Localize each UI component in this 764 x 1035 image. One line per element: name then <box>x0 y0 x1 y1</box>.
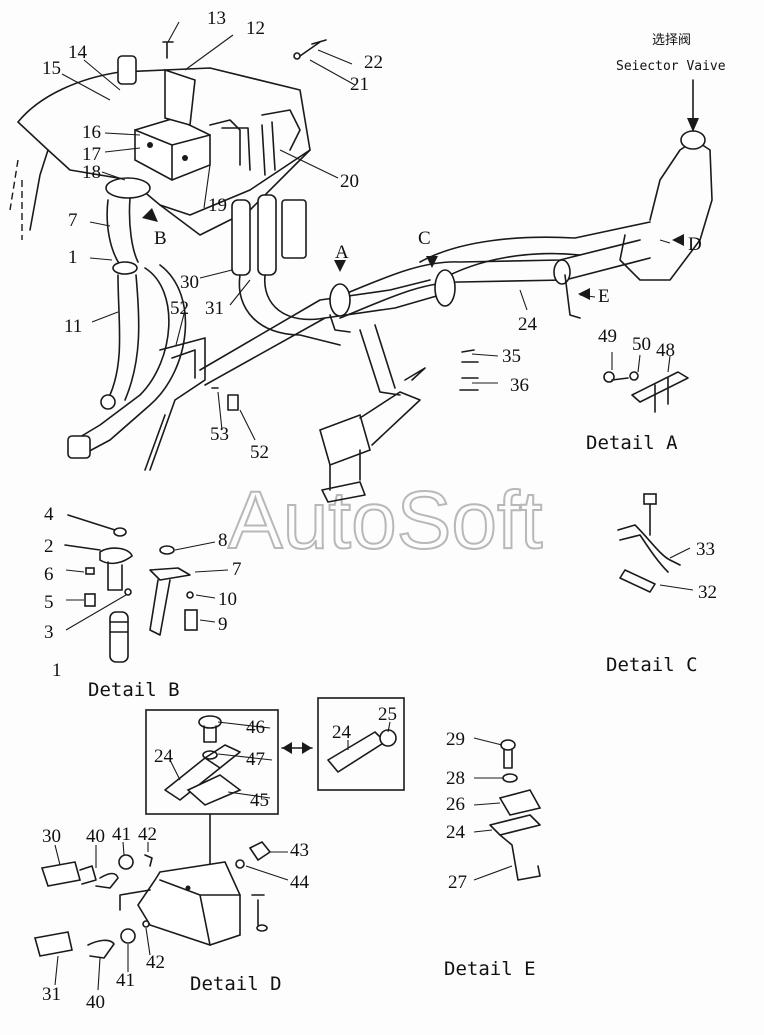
part-label-8: 8 <box>218 530 228 551</box>
part-label-13: 13 <box>207 8 226 29</box>
part-label-27: 27 <box>448 872 467 893</box>
detail-c-title: Detail C <box>606 654 698 676</box>
part-label-51: 52 <box>170 298 189 319</box>
detail-c-drawing <box>617 493 694 593</box>
part-label-15: 15 <box>42 58 61 79</box>
part-label-45: 45 <box>250 790 269 811</box>
part-label-25: 25 <box>378 704 397 725</box>
view-letter-e: E <box>598 286 610 307</box>
detail-b-drawing <box>64 514 229 663</box>
detail-a-drawing <box>603 352 689 413</box>
part-label-40-lower: 40 <box>86 992 105 1013</box>
part-label-40-upper: 40 <box>86 826 105 847</box>
part-label-32: 32 <box>698 582 717 603</box>
part-label-48: 48 <box>656 340 675 361</box>
part-label-14: 14 <box>68 42 88 63</box>
detail-d-title: Detail D <box>190 973 282 995</box>
part-label-1-main: 1 <box>68 247 78 268</box>
part-label-36: 36 <box>510 375 529 396</box>
part-label-26: 26 <box>446 794 465 815</box>
part-label-49: 49 <box>598 326 617 347</box>
part-label-17: 17 <box>82 144 101 165</box>
part-label-10: 10 <box>218 589 237 610</box>
part-label-52: 52 <box>250 442 269 463</box>
part-label-4: 4 <box>44 504 54 525</box>
part-label-42-upper: 42 <box>138 824 157 845</box>
selector-valve-en-label: Seiector Vaive <box>616 59 726 74</box>
view-letter-d: D <box>688 234 702 255</box>
part-label-6: 6 <box>44 564 54 585</box>
part-label-33: 33 <box>696 539 715 560</box>
part-label-20: 20 <box>340 171 359 192</box>
detail-d-drawing <box>33 697 405 991</box>
watermark: AutoSoft <box>228 475 543 566</box>
part-label-47: 47 <box>246 749 265 770</box>
part-label-19: 19 <box>208 195 227 216</box>
view-letter-b: B <box>154 228 167 249</box>
part-label-44: 44 <box>290 872 310 893</box>
selector-valve-cn-label: 选择阀 <box>652 33 691 48</box>
part-label-18: 18 <box>82 162 101 183</box>
part-label-29: 28 <box>446 768 465 789</box>
main-assembly <box>9 21 713 503</box>
part-label-12: 12 <box>246 18 265 39</box>
part-label-30-detail: 30 <box>42 826 61 847</box>
part-label-22: 22 <box>364 52 383 73</box>
part-label-7-main: 7 <box>68 210 78 231</box>
part-label-42-lower: 42 <box>146 952 165 973</box>
part-label-35: 35 <box>502 346 521 367</box>
part-label-9: 9 <box>218 614 228 635</box>
part-label-46: 46 <box>246 717 265 738</box>
part-label-11: 11 <box>64 316 82 337</box>
part-label-43: 43 <box>290 840 309 861</box>
detail-e-title: Detail E <box>444 958 536 980</box>
detail-a-title: Detail A <box>586 432 678 454</box>
part-label-50: 50 <box>632 334 651 355</box>
part-label-24-detail-d: 24 <box>154 746 174 767</box>
detail-e-drawing <box>473 737 542 881</box>
part-label-16: 16 <box>82 122 101 143</box>
part-label-1-detail: 1 <box>52 660 62 681</box>
part-label-24-inset: 24 <box>332 722 352 743</box>
part-label-53: 53 <box>210 424 229 445</box>
part-label-28: 29 <box>446 729 465 750</box>
view-letter-a: A <box>335 242 349 263</box>
part-label-3: 3 <box>44 622 54 643</box>
part-label-2: 2 <box>44 536 54 557</box>
part-label-24-detail-e: 24 <box>446 822 466 843</box>
detail-b-title: Detail B <box>88 679 180 701</box>
view-letter-c: C <box>418 228 431 249</box>
part-label-5: 5 <box>44 592 54 613</box>
part-label-7-detail: 7 <box>232 559 242 580</box>
part-label-41-lower: 41 <box>116 970 135 991</box>
part-label-24-main: 24 <box>518 314 538 335</box>
part-label-41-upper: 41 <box>112 824 131 845</box>
part-label-30-main: 30 <box>180 272 199 293</box>
part-label-31-detail: 31 <box>42 984 61 1005</box>
part-label-31-main: 31 <box>205 298 224 319</box>
part-label-21: 21 <box>350 74 369 95</box>
